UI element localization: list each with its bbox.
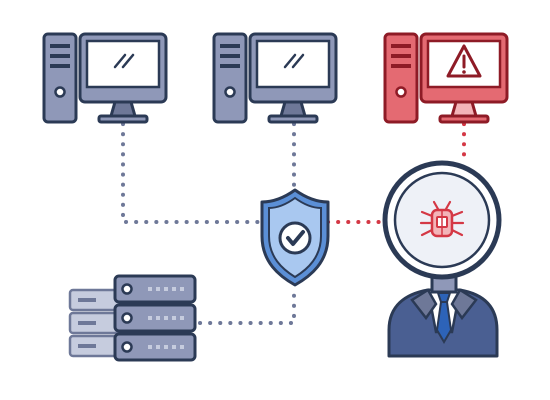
connector-computer-1-to-shield — [121, 122, 264, 224]
desktop-computer-icon — [212, 32, 338, 124]
analyst-body — [387, 268, 499, 358]
bug-icon — [419, 200, 465, 238]
server-rack — [68, 274, 197, 362]
checkmark-icon — [286, 230, 305, 246]
security-shield — [260, 188, 330, 287]
desktop-computer-icon — [42, 32, 168, 124]
magnifier-bug-icon — [382, 160, 502, 280]
server-stack-icon — [68, 274, 197, 362]
warning-triangle-icon — [446, 44, 482, 78]
connector-server-to-shield — [198, 286, 296, 325]
security-analyst — [382, 160, 502, 358]
connectors — [121, 122, 466, 325]
desktop-computer-alert-icon — [383, 32, 509, 124]
computer-3 — [383, 32, 509, 124]
tie-icon — [435, 292, 453, 344]
computer-2 — [212, 32, 338, 124]
computer-1 — [42, 32, 168, 124]
shield-checkmark-icon — [260, 188, 330, 287]
server-stack-front — [113, 274, 197, 362]
